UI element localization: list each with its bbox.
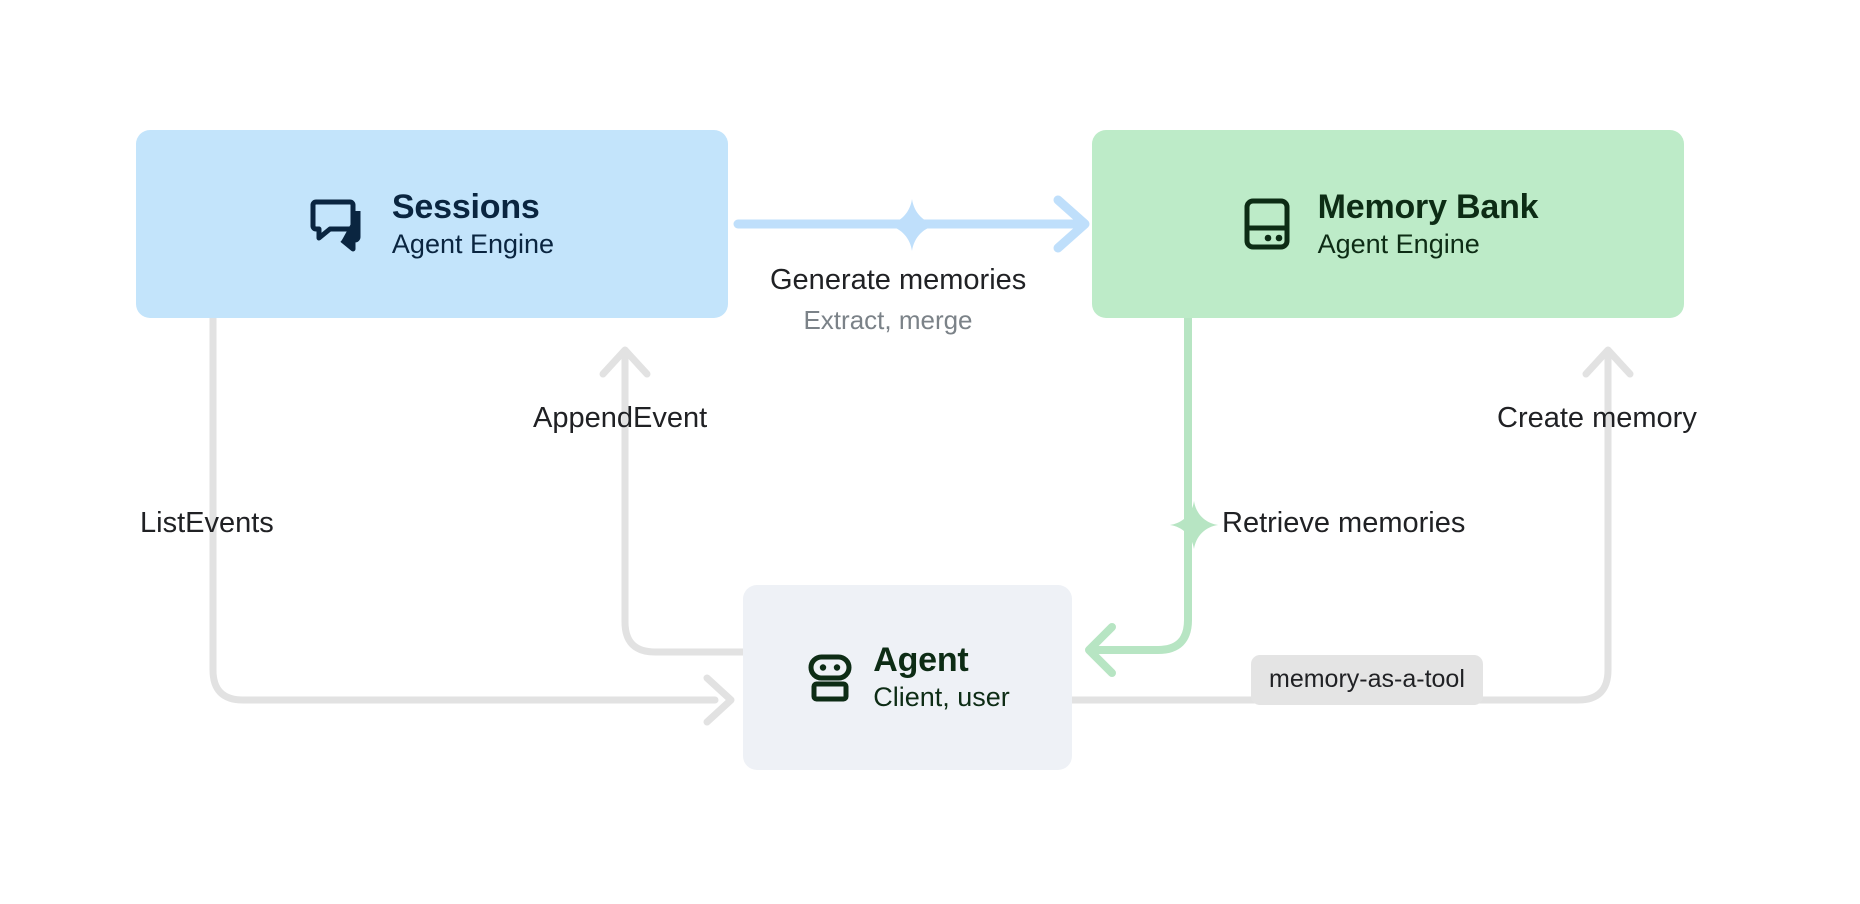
node-agent[interactable]: Agent Client, user (743, 585, 1072, 770)
edge-label-retrieve-memories: Retrieve memories (1222, 507, 1466, 539)
sparkle-icon-retrieve (1168, 499, 1220, 551)
memory-database-icon (1238, 195, 1296, 253)
connector-create-memory (1068, 346, 1634, 704)
edge-label-append-event: AppendEvent (533, 402, 708, 434)
chip-memory-as-a-tool: memory-as-a-tool (1251, 655, 1483, 705)
node-sessions-subtitle: Agent Engine (391, 228, 555, 259)
node-memory-bank-text: Memory Bank Agent Engine (1318, 188, 1539, 260)
node-agent-subtitle: Client, user (873, 682, 1010, 713)
edge-label-create-memory: Create memory (1497, 402, 1697, 434)
connector-retrieve-memories (1085, 314, 1192, 677)
sparkle-icon-generate (884, 197, 940, 253)
node-memory-bank-title: Memory Bank (1317, 187, 1539, 226)
connector-list-events (209, 314, 735, 726)
node-memory-bank-subtitle: Agent Engine (1317, 228, 1480, 259)
node-agent-text: Agent Client, user (873, 641, 1010, 713)
edge-label-generate-memories-main: Generate memories (770, 264, 1027, 296)
edge-label-generate-memories: Generate memories Extract, merge (770, 262, 1026, 337)
robot-icon (805, 653, 855, 703)
chat-bubbles-icon (310, 194, 370, 254)
node-agent-title: Agent (873, 641, 969, 680)
node-sessions-title: Sessions (391, 187, 540, 226)
node-sessions[interactable]: Sessions Agent Engine (136, 130, 728, 318)
node-memory-bank[interactable]: Memory Bank Agent Engine (1092, 130, 1684, 318)
node-sessions-text: Sessions Agent Engine (392, 188, 554, 260)
edge-label-list-events: ListEvents (140, 507, 274, 539)
edge-label-generate-memories-sub: Extract, merge (803, 305, 973, 336)
connector-append-event (599, 346, 747, 656)
